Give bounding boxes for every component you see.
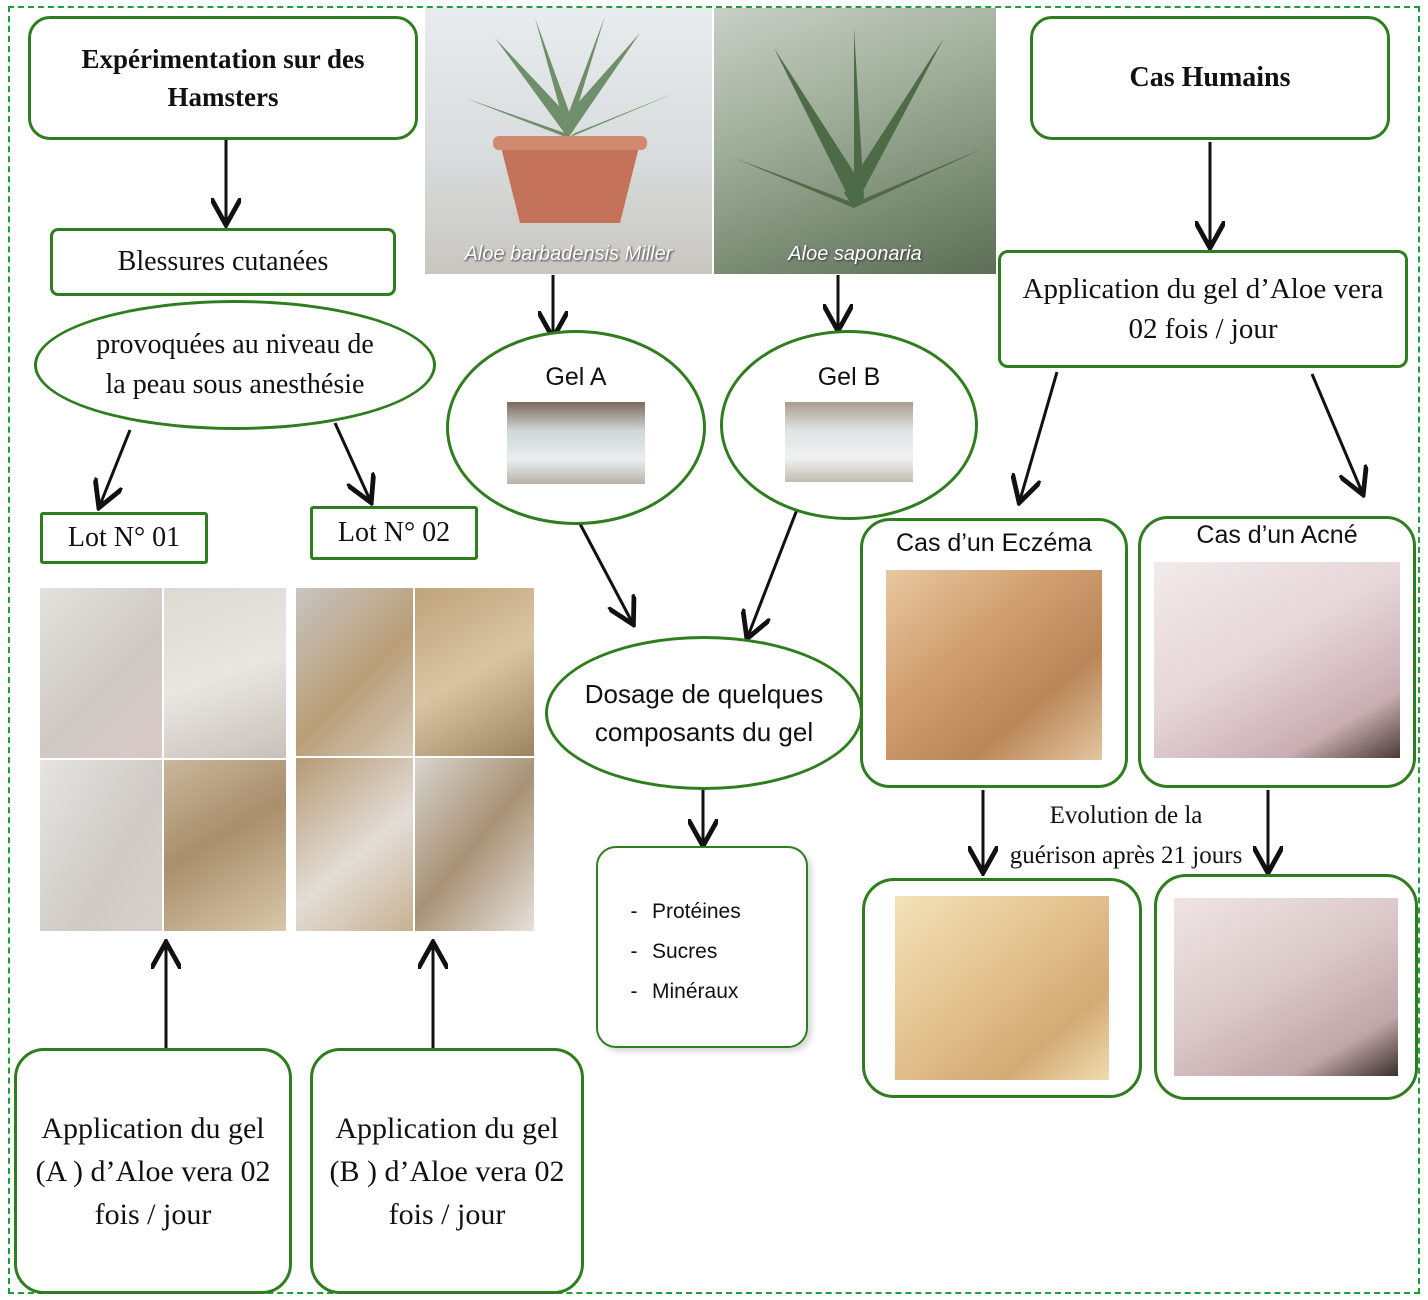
arrow-detail-to-lot2 [335, 423, 370, 500]
component-proteines: Protéines [652, 900, 741, 940]
evolution-line-1: Evolution de la [990, 796, 1262, 836]
wounds-detail-ellipse: provoquées au niveau de la peau sous ane… [34, 300, 436, 430]
gel-a-label: Gel A [545, 363, 606, 392]
lot2-box: Lot N° 02 [310, 506, 478, 560]
acne-before-photo [1154, 562, 1400, 758]
lot1-photo-collage [40, 588, 286, 931]
gel-a-ellipse: Gel A [446, 330, 706, 525]
aloe-barbadensis-caption: Aloe barbadensis Miller [425, 243, 712, 266]
aloe-barbadensis-photo: Aloe barbadensis Miller [425, 8, 712, 274]
gel-b-label: Gel B [818, 363, 881, 392]
eczema-after-photo [895, 896, 1109, 1080]
acne-healed-box [1154, 874, 1418, 1100]
component-sucres: Sucres [652, 940, 717, 980]
acne-case-box: Cas d’un Acné [1138, 516, 1416, 788]
application-gel-a-text: Application du gel (A ) d’Aloe vera 02 f… [33, 1107, 273, 1236]
eczema-case-box: Cas d’un Eczéma [860, 518, 1128, 788]
application-gel-b-box: Application du gel (B ) d’Aloe vera 02 f… [310, 1048, 584, 1294]
lot1-photo-3 [40, 760, 162, 931]
lot2-text: Lot N° 02 [338, 517, 450, 549]
gel-b-photo [785, 402, 913, 482]
evolution-line-2: guérison après 21 jours [990, 836, 1262, 876]
hamster-experiment-title-text: Expérimentation sur des Hamsters [51, 40, 395, 116]
gel-b-ellipse: Gel B [720, 330, 978, 520]
acne-case-label: Cas d’un Acné [1196, 521, 1357, 550]
lot2-photo-2 [415, 588, 534, 756]
wounds-text: Blessures cutanées [118, 246, 329, 278]
application-gel-a-box: Application du gel (A ) d’Aloe vera 02 f… [14, 1048, 292, 1294]
eczema-healed-box [862, 878, 1142, 1098]
arrow-gel-a-to-dosage [578, 520, 632, 622]
wounds-box: Blessures cutanées [50, 228, 396, 296]
lot1-photo-1 [40, 588, 162, 758]
arrow-app-to-acne [1312, 374, 1362, 492]
lot2-photo-collage [296, 588, 534, 931]
component-item: -Sucres [616, 940, 741, 980]
lot1-photo-4 [164, 760, 286, 931]
evolution-label: Evolution de la guérison après 21 jours [990, 796, 1262, 876]
component-mineraux: Minéraux [652, 980, 738, 1020]
components-list: -Protéines -Sucres -Minéraux [616, 900, 741, 1020]
arrow-gel-b-to-dosage [748, 507, 798, 636]
lot2-photo-3 [296, 758, 413, 931]
eczema-before-photo [886, 570, 1102, 760]
wounds-detail-text: provoquées au niveau de la peau sous ane… [89, 325, 381, 405]
hamster-experiment-title: Expérimentation sur des Hamsters [28, 16, 418, 140]
aloe-saponaria-caption: Aloe saponaria [714, 243, 996, 266]
arrow-detail-to-lot1 [100, 430, 130, 505]
lot1-box: Lot N° 01 [40, 512, 208, 564]
human-cases-title: Cas Humains [1030, 16, 1390, 140]
eczema-case-label: Cas d’un Eczéma [896, 529, 1092, 558]
lot2-photo-4 [415, 758, 534, 931]
aloe-barbadensis-illustration [425, 8, 712, 274]
acne-after-photo [1174, 898, 1398, 1076]
lot1-text: Lot N° 01 [68, 522, 180, 554]
gel-a-photo [507, 402, 645, 484]
human-application-box: Application du gel d’Aloe vera 02 fois /… [998, 250, 1408, 368]
dosage-text: Dosage de quelques composants du gel [576, 675, 832, 751]
dosage-ellipse: Dosage de quelques composants du gel [545, 636, 863, 790]
application-gel-b-text: Application du gel (B ) d’Aloe vera 02 f… [329, 1107, 565, 1236]
aloe-saponaria-illustration [714, 8, 996, 274]
component-item: -Minéraux [616, 980, 741, 1020]
lot2-photo-1 [296, 588, 413, 756]
lot1-photo-2 [164, 588, 286, 758]
aloe-saponaria-photo: Aloe saponaria [714, 8, 996, 274]
components-box: -Protéines -Sucres -Minéraux [596, 846, 808, 1048]
arrow-app-to-eczema [1020, 372, 1057, 500]
component-item: -Protéines [616, 900, 741, 940]
human-cases-title-text: Cas Humains [1129, 62, 1290, 94]
human-application-text: Application du gel d’Aloe vera 02 fois /… [1015, 269, 1391, 349]
